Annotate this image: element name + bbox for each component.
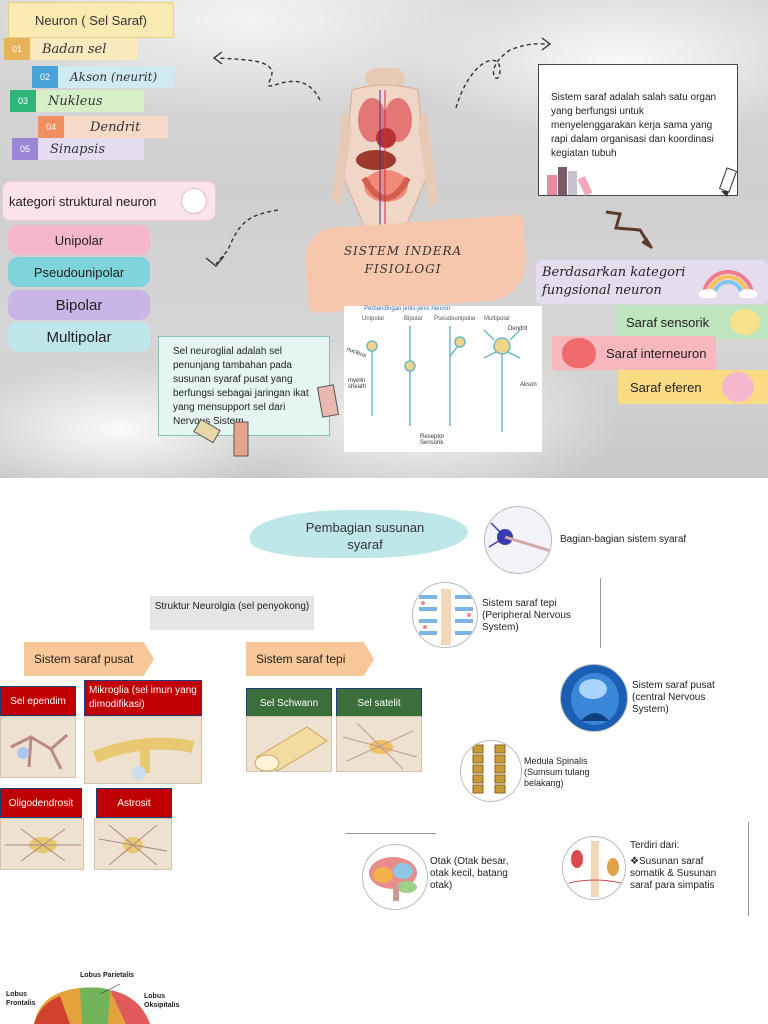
list-item-label: Akson (neurit) — [70, 70, 158, 84]
neuroglia-note: Sel neuroglial adalah sel penunjang tamb… — [158, 336, 330, 436]
parts-label: Bagian-bagian sistem syaraf — [560, 534, 687, 545]
lobe-label-frontalis: Lobus Frontalis — [6, 991, 36, 1007]
cns-tag: Sistem saraf pusat — [24, 642, 154, 676]
center-title-line1: SISTEM INDERA — [343, 244, 463, 258]
structural-category-title: kategori struktural neuron — [9, 193, 157, 209]
cns-thumbnail — [560, 664, 628, 732]
lobe-label-oksipitalis: Lobus Oksipitalis — [144, 993, 180, 1009]
tree-line — [346, 833, 436, 834]
figure-type-pseudounipolar: Pseudounipolar — [434, 316, 476, 322]
saraf-sensorik-label: Saraf sensorik — [626, 314, 710, 330]
heart-character-icon — [562, 338, 596, 368]
figure-type-multipolar: Multipolar — [484, 316, 511, 322]
cell-label-oligodendrosit: Oligodendrosit — [0, 788, 82, 818]
center-title-line2: FISIOLOGI — [364, 262, 442, 276]
neuron-list-title: Neuron ( Sel Saraf) — [8, 2, 174, 38]
satelit-cell-image — [336, 716, 422, 772]
lobe-label-parietalis: Lobus Parietalis — [80, 972, 135, 979]
definition-text: Sistem saraf adalah salah satu organ yan… — [551, 92, 717, 159]
tag-saraf-sensorik: Saraf sensorik — [616, 305, 768, 339]
schwann-cell-image — [246, 716, 332, 772]
tree-line — [600, 578, 601, 648]
human-anatomy-illustration — [332, 68, 438, 238]
list-item-label: Nukleus — [48, 93, 103, 109]
brain-thumbnail — [362, 844, 428, 910]
list-number: 05 — [12, 138, 38, 160]
figure-heading: Perbandingan jenis-jenis neuron — [364, 306, 451, 312]
eraser-icons — [193, 384, 340, 457]
figure-label-akson: Akson — [520, 382, 537, 388]
list-item-akson: 02 Akson (neurit) — [32, 66, 174, 88]
figure-label-reseptor: Reseptor Sensorik — [420, 434, 445, 446]
list-number: 04 — [38, 116, 64, 138]
neuron-drawings — [366, 326, 521, 432]
list-number: 02 — [32, 66, 58, 88]
tree-line — [748, 822, 749, 916]
structural-category-box: kategori struktural neuron — [2, 181, 216, 221]
consists-title: Terdiri dari: — [630, 840, 680, 851]
nervous-system-thumbnail — [562, 836, 626, 900]
center-title: SISTEM INDERA FISIOLOGI — [328, 242, 478, 278]
cell-label-ependim: Sel ependim — [0, 686, 76, 716]
pill-multipolar: Multipolar — [8, 322, 150, 352]
neuroglia-text: Sel neuroglial adalah sel penunjang tamb… — [173, 346, 309, 427]
list-item-badan-sel: 01 Badan sel — [4, 38, 138, 60]
list-item-label: Sinapsis — [50, 141, 106, 157]
neuron-thumbnail — [484, 506, 552, 574]
unicorn-icon — [181, 188, 207, 214]
saraf-interneuron-label: Saraf interneuron — [606, 345, 707, 361]
cell-label-satelit: Sel satelit — [336, 688, 422, 718]
list-number: 03 — [10, 90, 36, 112]
cell-label-mikroglia: Mikroglia (sel imun yang dimodifikasi) — [84, 680, 202, 716]
pns-label: Sistem saraf tepi (Peripheral Nervous Sy… — [482, 598, 571, 633]
astrosit-cell-image — [94, 818, 172, 870]
division-title-shape — [250, 510, 468, 558]
pink-character-icon — [722, 372, 754, 402]
figure-type-unipolar: Unipolar — [362, 316, 385, 322]
books-icon — [547, 167, 593, 196]
pill-unipolar: Unipolar — [8, 225, 150, 255]
top-panel: Neuron ( Sel Saraf) 01 Badan sel 02 Akso… — [0, 0, 768, 478]
decorative-arrows — [205, 37, 653, 267]
cell-label-astrosit: Astrosit — [96, 788, 172, 818]
list-item-nukleus: 03 Nukleus — [10, 90, 144, 112]
cute-character-icon — [730, 309, 760, 335]
brain-lobes-illustration — [34, 984, 150, 1024]
tag-saraf-interneuron: Saraf interneuron — [552, 336, 716, 370]
figure-label-myelin: myelin sheath — [348, 378, 367, 390]
cns-label: Sistem saraf pusat (central Nervous Syst… — [632, 680, 715, 715]
neuroglia-structure-title: Struktur Neurolgia (sel penyokong) — [150, 596, 314, 630]
cell-label-schwann: Sel Schwann — [246, 688, 332, 718]
brain-label: Otak (Otak besar, otak kecil, batang ota… — [430, 856, 509, 891]
pencil-icon — [718, 167, 738, 197]
list-item-label: Dendrit — [90, 119, 141, 135]
tag-saraf-eferen: Saraf eferen — [618, 370, 768, 404]
neuron-types-figure: Perbandingan jenis-jenis neuron Unipolar… — [344, 306, 542, 452]
figure-label-dendrit: Dendrit — [508, 326, 528, 332]
mikroglia-cell-image — [84, 716, 202, 784]
consists-item: ❖Susunan saraf somatik & Susunan saraf p… — [630, 856, 717, 891]
figure-type-bipolar: Bipolar — [404, 316, 423, 322]
division-title: Pembagian susunan syaraf — [305, 520, 425, 552]
list-item-dendrit: 04 Dendrit — [38, 116, 168, 138]
rainbow-icon — [699, 270, 757, 298]
pns-thumbnail — [412, 582, 478, 648]
pill-bipolar: Bipolar — [8, 290, 150, 320]
spinal-label: Medula Spinalis (Sumsum tulang belakang) — [524, 756, 590, 788]
functional-category-box: Berdasarkan kategori fungsional neuron — [536, 260, 768, 304]
pns-tag: Sistem saraf tepi — [246, 642, 374, 676]
oligodendrosit-cell-image — [0, 818, 84, 870]
functional-category-title: Berdasarkan kategori fungsional neuron — [542, 265, 686, 298]
pill-pseudounipolar: Pseudounipolar — [8, 257, 150, 287]
list-item-sinapsis: 05 Sinapsis — [12, 138, 144, 160]
ependim-cell-image — [0, 716, 76, 778]
spinal-thumbnail — [460, 740, 522, 802]
definition-note: Sistem saraf adalah salah satu organ yan… — [538, 64, 738, 197]
list-number: 01 — [4, 38, 30, 60]
saraf-eferen-label: Saraf eferen — [630, 379, 702, 395]
list-item-label: Badan sel — [42, 41, 107, 57]
